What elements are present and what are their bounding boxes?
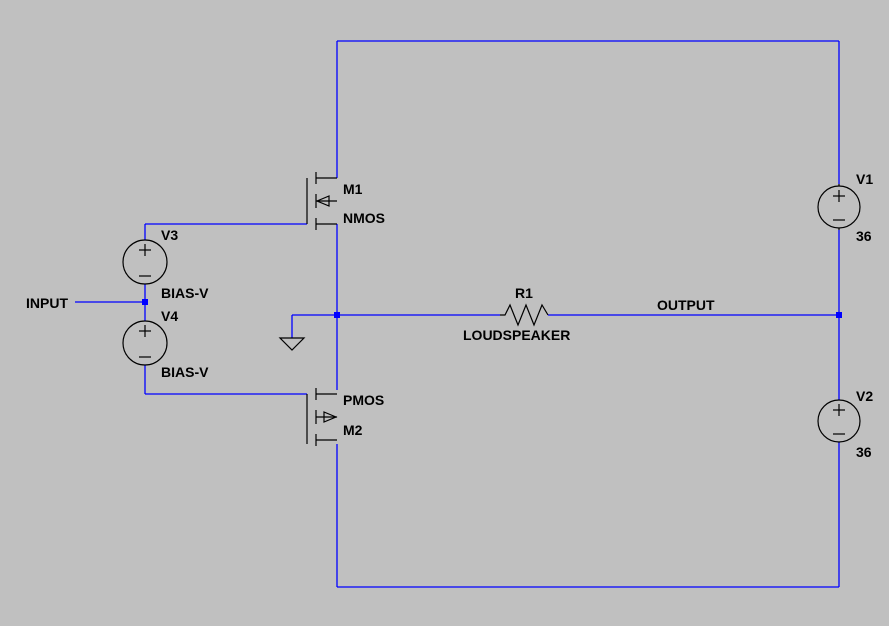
voltage-source-v3-icon[interactable]: [122, 239, 168, 285]
v4-ref-label: V4: [161, 308, 178, 324]
resistor-icon[interactable]: [500, 303, 549, 327]
wires: [75, 40, 840, 588]
m1-ref-label: M1: [343, 181, 363, 197]
voltage-source-v1-icon[interactable]: [817, 184, 861, 230]
v3-value-label: BIAS-V: [161, 285, 209, 301]
voltage-source-v2-icon[interactable]: [817, 399, 861, 443]
r1-value-label: LOUDSPEAKER: [463, 327, 570, 343]
m1-model-label: NMOS: [343, 210, 385, 226]
nmos-transistor-icon[interactable]: [306, 172, 337, 230]
junction-input: [142, 299, 148, 305]
m2-model-label: PMOS: [343, 392, 384, 408]
voltage-source-v4-icon[interactable]: [122, 320, 168, 366]
output-net-label: OUTPUT: [657, 297, 715, 313]
m2-ref-label: M2: [343, 422, 363, 438]
pmos-transistor-icon[interactable]: [306, 388, 338, 446]
v1-value-label: 36: [856, 228, 872, 244]
v3-ref-label: V3: [161, 227, 178, 243]
v2-value-label: 36: [856, 444, 872, 460]
ground-icon[interactable]: [278, 337, 306, 351]
v4-value-label: BIAS-V: [161, 364, 209, 380]
v1-ref-label: V1: [856, 171, 873, 187]
r1-ref-label: R1: [515, 285, 533, 301]
v2-ref-label: V2: [856, 388, 873, 404]
input-net-label: INPUT: [26, 295, 68, 311]
junction-output: [836, 312, 842, 318]
junction-center: [334, 312, 340, 318]
